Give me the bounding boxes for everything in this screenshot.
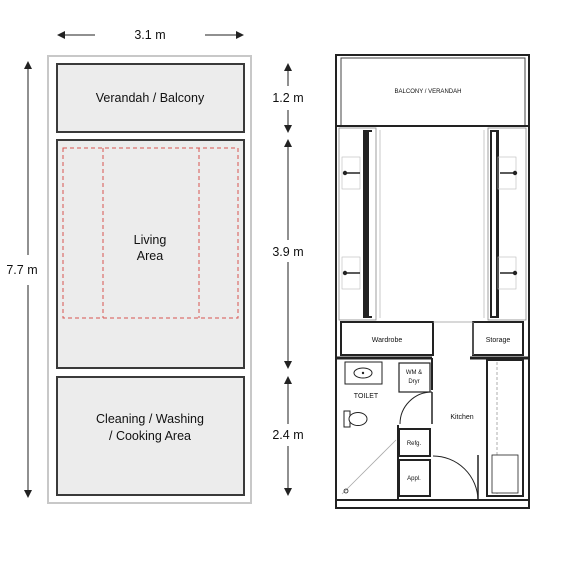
toilet-fixture xyxy=(343,410,368,428)
fixture-icons xyxy=(342,170,518,276)
zoning-plan: 3.1 m 7.7 m Verandah / Balcony Living Ar… xyxy=(6,28,304,504)
zone-verandah-label: Verandah / Balcony xyxy=(96,91,205,105)
detailed-floor-plan: BALCONY / VERANDAH xyxy=(335,54,530,509)
kitchen-counter xyxy=(486,359,524,497)
appliances-label: Appl. xyxy=(407,476,421,482)
zone-cooking-label-line2: / Cooking Area xyxy=(109,429,191,443)
wm-label-line2: Dryr xyxy=(408,379,419,385)
toilet-label: TOILET xyxy=(354,393,379,400)
wm-label-line1: WM & xyxy=(406,370,422,376)
dim-cooking-label: 2.4 m xyxy=(272,428,303,442)
shower-drain-line xyxy=(341,439,397,495)
entrance-door-swing xyxy=(432,455,479,501)
balcony-area xyxy=(340,57,526,127)
wardrobe xyxy=(340,321,434,356)
storage xyxy=(472,321,524,356)
washbasin-bowl xyxy=(353,367,373,379)
wardrobe-label: Wardrobe xyxy=(372,337,403,344)
balcony-label: BALCONY / VERANDAH xyxy=(395,89,462,95)
zone-cooking-label-line1: Cleaning / Washing xyxy=(96,412,204,426)
kitchen-label: Kitchen xyxy=(450,414,473,421)
washbasin-drain xyxy=(361,371,365,375)
zone-living xyxy=(56,139,245,369)
storage-label: Storage xyxy=(486,337,511,344)
zone-verandah xyxy=(56,63,245,133)
zone-living-label-line2: Area xyxy=(137,249,163,263)
dim-verandah-label: 1.2 m xyxy=(272,91,303,105)
width-dimension-label: 3.1 m xyxy=(134,28,165,42)
toilet-door-swing xyxy=(399,391,433,425)
dim-living-label: 3.9 m xyxy=(272,245,303,259)
zone-cooking xyxy=(56,376,245,496)
washing-machine xyxy=(398,362,431,393)
refrigerator xyxy=(398,428,431,457)
plot-boundary xyxy=(47,55,252,504)
outer-wall xyxy=(335,54,530,509)
living-room-frame xyxy=(338,127,527,321)
dashed-furniture-outline xyxy=(62,147,239,319)
height-dimension-label: 7.7 m xyxy=(6,263,37,277)
refrigerator-label: Refg. xyxy=(407,441,422,447)
floor-drain xyxy=(343,488,349,494)
zone-living-label-line1: Living xyxy=(134,233,167,247)
appliance-cabinet xyxy=(398,459,431,497)
